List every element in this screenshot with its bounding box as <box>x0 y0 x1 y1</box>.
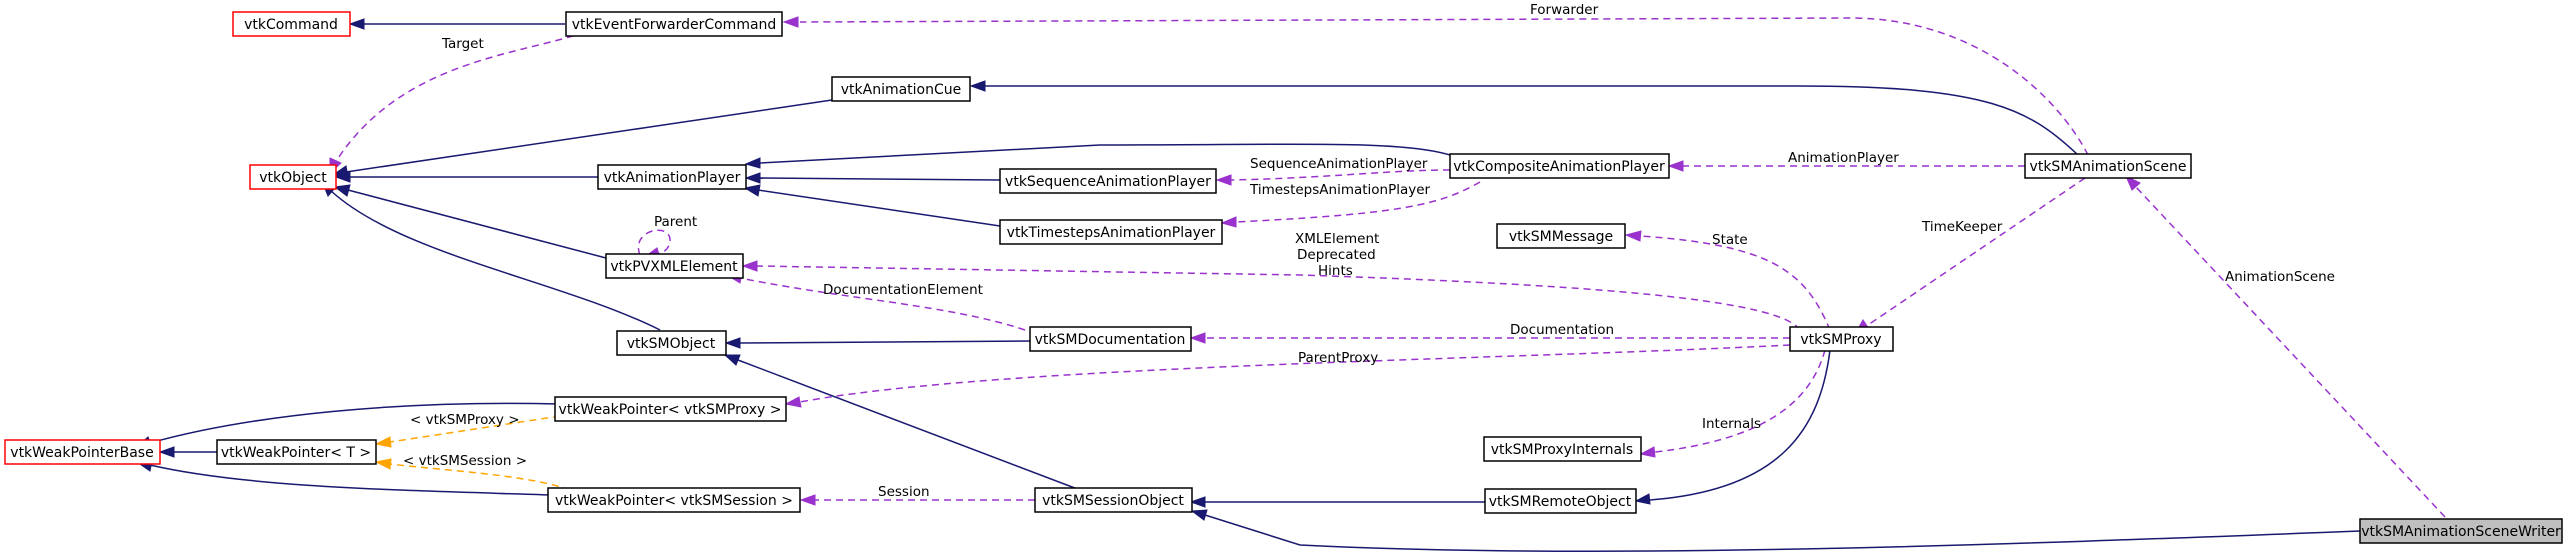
svg-text:vtkWeakPointer< vtkSMProxy >: vtkWeakPointer< vtkSMProxy > <box>559 402 782 418</box>
node-vtkSMSessionObject[interactable]: vtkSMSessionObject <box>1034 487 1193 513</box>
edge-animation-player: AnimationPlayer <box>1667 150 2025 172</box>
edge-template-session: < vtkSMSession > <box>374 453 571 491</box>
edge-label-animation-scene: AnimationScene <box>2225 269 2335 285</box>
edge-label-template-session: < vtkSMSession > <box>403 453 527 469</box>
svg-text:vtkAnimationCue: vtkAnimationCue <box>841 82 962 98</box>
edge-xml-element: XMLElement Deprecated Hints <box>741 231 1801 331</box>
edge-session: Session <box>799 484 1035 506</box>
svg-text:vtkSMRemoteObject: vtkSMRemoteObject <box>1489 494 1632 510</box>
node-vtkWeakPointerBase[interactable]: vtkWeakPointerBase <box>4 439 161 465</box>
node-vtkPVXMLElement[interactable]: vtkPVXMLElement <box>605 253 744 279</box>
node-vtkCommand[interactable]: vtkCommand <box>232 11 351 37</box>
node-vtkSMDocumentation[interactable]: vtkSMDocumentation <box>1029 326 1192 352</box>
node-vtkSMMessage[interactable]: vtkSMMessage <box>1496 223 1626 249</box>
svg-text:vtkSMProxy: vtkSMProxy <box>1800 332 1881 348</box>
edge-documentation: Documentation <box>1189 322 1790 344</box>
edge-label-parent-proxy: ParentProxy <box>1298 350 1378 366</box>
svg-text:vtkAnimationPlayer: vtkAnimationPlayer <box>604 170 741 186</box>
edge-internals: Internals <box>1639 349 1826 458</box>
edge-label-time-keeper: TimeKeeper <box>1921 219 2003 235</box>
edge-time-keeper: TimeKeeper <box>1853 177 2086 335</box>
svg-text:vtkSMSessionObject: vtkSMSessionObject <box>1042 493 1184 509</box>
edge-sessionobject-smobject <box>723 354 1081 491</box>
edge-sequence-player: SequenceAnimationPlayer <box>1215 156 1451 186</box>
edge-label-deprecated: Deprecated <box>1297 247 1376 263</box>
edge-timesteps-player: TimestepsAnimationPlayer <box>1220 181 1481 228</box>
node-vtkSMProxy[interactable]: vtkSMProxy <box>1789 326 1894 352</box>
svg-text:vtkTimestepsAnimationPlayer: vtkTimestepsAnimationPlayer <box>1007 225 1216 241</box>
edge-remote-sessionobject <box>1189 496 1485 508</box>
edge-proxy-remote <box>1634 349 1831 505</box>
svg-text:vtkCommand: vtkCommand <box>244 17 338 33</box>
edge-eventforwarder-command <box>348 18 565 30</box>
svg-text:vtkCompositeAnimationPlayer: vtkCompositeAnimationPlayer <box>1453 159 1665 175</box>
node-vtkWeakPointerSession[interactable]: vtkWeakPointer< vtkSMSession > <box>547 487 801 513</box>
edge-label-parent: Parent <box>654 214 697 230</box>
edge-parent: Parent <box>637 214 697 259</box>
edge-label-forwarder: Forwarder <box>1530 2 1599 18</box>
edge-state: State <box>1624 230 1831 331</box>
edge-forwarder: Forwarder <box>782 2 2089 156</box>
edge-label-xml-element: XMLElement <box>1295 231 1379 247</box>
edge-documentation-element: DocumentationElement <box>725 272 1026 331</box>
node-vtkSMObject[interactable]: vtkSMObject <box>616 330 727 356</box>
edge-label-documentation: Documentation <box>1510 322 1614 338</box>
edge-label-target: Target <box>441 36 484 52</box>
node-vtkSMRemoteObject[interactable]: vtkSMRemoteObject <box>1484 488 1637 514</box>
edge-animation-scene: AnimationScene <box>2125 174 2446 518</box>
svg-text:vtkSMMessage: vtkSMMessage <box>1509 229 1613 245</box>
edge-label-hints: Hints <box>1318 263 1353 279</box>
svg-text:vtkSMAnimationSceneWriter: vtkSMAnimationSceneWriter <box>2361 524 2561 540</box>
edge-composite-animationplayer <box>744 143 1451 169</box>
svg-text:vtkSequenceAnimationPlayer: vtkSequenceAnimationPlayer <box>1005 174 1211 190</box>
edge-weakt-base <box>158 446 217 458</box>
edge-timesteps-animationplayer <box>743 184 1001 227</box>
edge-label-documentation-element: DocumentationElement <box>823 282 983 298</box>
edge-label-internals: Internals <box>1702 416 1761 432</box>
node-vtkSequenceAnimationPlayer[interactable]: vtkSequenceAnimationPlayer <box>999 168 1217 194</box>
edge-sequence-animationplayer <box>744 172 1001 184</box>
edge-label-template-proxy: < vtkSMProxy > <box>410 412 520 428</box>
svg-text:vtkPVXMLElement: vtkPVXMLElement <box>610 259 738 275</box>
node-vtkObject[interactable]: vtkObject <box>249 164 337 190</box>
node-vtkSMAnimationSceneWriter[interactable]: vtkSMAnimationSceneWriter <box>2359 518 2563 544</box>
node-vtkWeakPointerT[interactable]: vtkWeakPointer< T > <box>216 439 377 465</box>
edge-pvxml-object <box>333 184 607 259</box>
edge-template-proxy: < vtkSMProxy > <box>374 412 561 448</box>
edge-label-animation-player: AnimationPlayer <box>1788 150 1899 166</box>
edge-writer-sessionobject <box>1190 509 2361 552</box>
edge-animationplayer-object <box>334 171 598 183</box>
svg-text:vtkSMProxyInternals: vtkSMProxyInternals <box>1491 442 1633 458</box>
svg-text:vtkObject: vtkObject <box>259 170 327 186</box>
node-vtkSMAnimationScene[interactable]: vtkSMAnimationScene <box>2024 153 2192 179</box>
node-vtkAnimationCue[interactable]: vtkAnimationCue <box>831 76 971 102</box>
node-vtkCompositeAnimationPlayer[interactable]: vtkCompositeAnimationPlayer <box>1449 153 1670 179</box>
svg-text:vtkEventForwarderCommand: vtkEventForwarderCommand <box>572 17 777 33</box>
node-vtkEventForwarderCommand[interactable]: vtkEventForwarderCommand <box>565 11 783 37</box>
node-vtkAnimationPlayer[interactable]: vtkAnimationPlayer <box>597 164 747 190</box>
svg-text:vtkWeakPointerBase: vtkWeakPointerBase <box>10 445 153 461</box>
svg-text:vtkSMDocumentation: vtkSMDocumentation <box>1035 332 1186 348</box>
node-vtkTimestepsAnimationPlayer[interactable]: vtkTimestepsAnimationPlayer <box>999 219 1223 245</box>
edge-label-state: State <box>1712 232 1748 248</box>
edge-scene-animationcue <box>969 80 2079 156</box>
svg-text:vtkSMAnimationScene: vtkSMAnimationScene <box>2030 159 2187 175</box>
edge-label-timesteps-player: TimestepsAnimationPlayer <box>1249 182 1431 198</box>
edge-target: Target <box>329 31 586 175</box>
node-vtkWeakPointerProxy[interactable]: vtkWeakPointer< vtkSMProxy > <box>554 396 787 422</box>
node-vtkSMProxyInternals[interactable]: vtkSMProxyInternals <box>1483 436 1642 462</box>
svg-text:vtkWeakPointer< T >: vtkWeakPointer< T > <box>221 445 371 461</box>
svg-text:vtkSMObject: vtkSMObject <box>627 336 716 352</box>
edge-label-sequence-player: SequenceAnimationPlayer <box>1250 156 1428 172</box>
svg-text:vtkWeakPointer< vtkSMSession >: vtkWeakPointer< vtkSMSession > <box>555 493 793 509</box>
edge-label-session: Session <box>878 484 930 500</box>
edge-parent-proxy: ParentProxy <box>784 344 1791 408</box>
edge-documentation-smobject <box>724 337 1031 349</box>
